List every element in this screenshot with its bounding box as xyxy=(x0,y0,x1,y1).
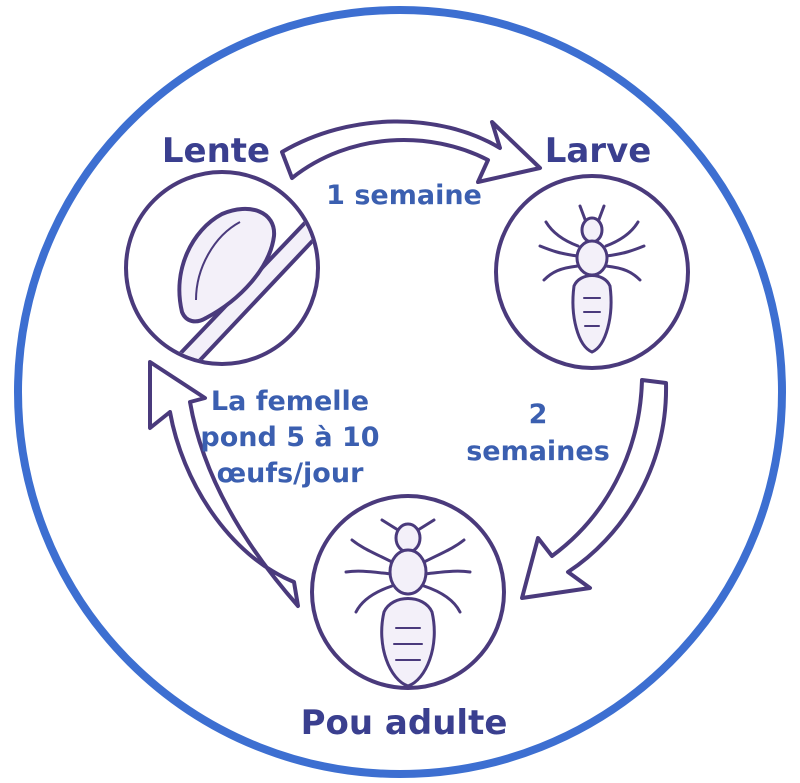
larva-illustration xyxy=(494,174,690,370)
stage-label-adult: Pou adulte xyxy=(301,703,508,743)
stage-label-nit: Lente xyxy=(162,131,270,171)
transition-label-adult-to-nit-line1: La femelle xyxy=(211,386,369,417)
transition-label-larva-to-adult-line2: semaines xyxy=(466,436,610,467)
arrow-larva-to-adult xyxy=(520,378,669,600)
adult-louse-illustration xyxy=(310,494,506,690)
arrow-nit-to-larva xyxy=(280,119,542,184)
arrow-adult-to-nit xyxy=(148,360,300,608)
transition-label-adult-to-nit-line2: pond 5 à 10 xyxy=(200,422,379,453)
transition-label-larva-to-adult-line1: 2 xyxy=(529,399,548,430)
nit-illustration xyxy=(124,170,320,366)
stage-label-larva: Larve xyxy=(545,131,652,171)
transition-label-adult-to-nit-line3: œufs/jour xyxy=(217,458,364,489)
transition-label-nit-to-larva: 1 semaine xyxy=(326,180,482,211)
